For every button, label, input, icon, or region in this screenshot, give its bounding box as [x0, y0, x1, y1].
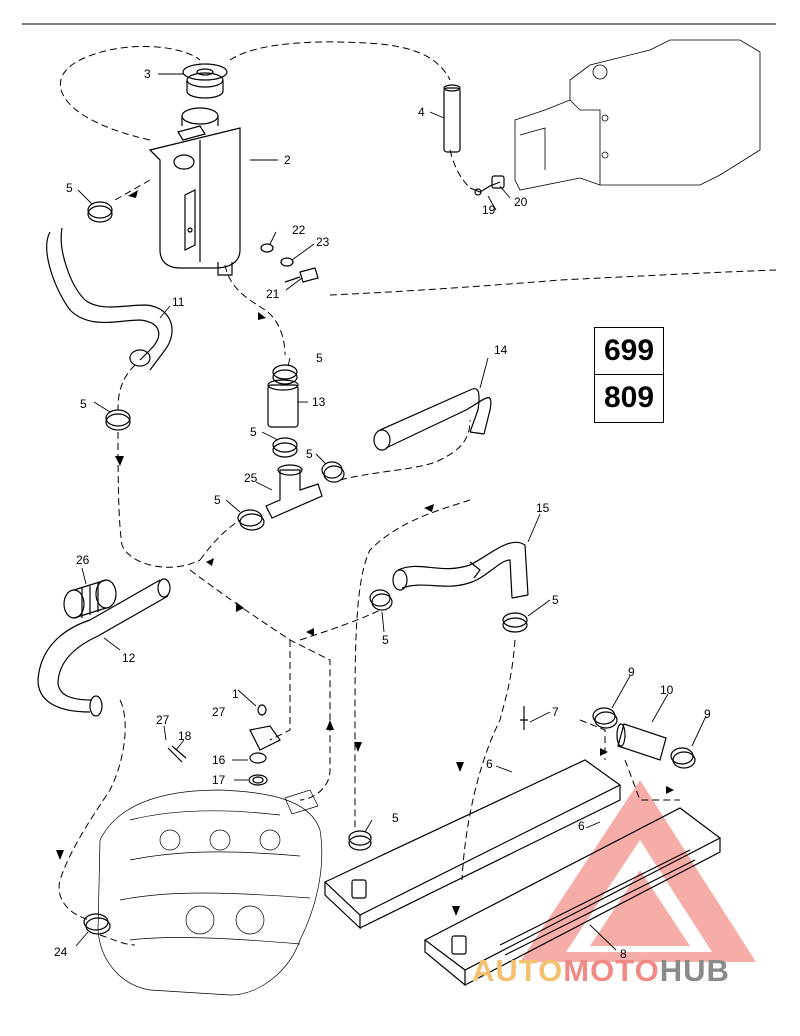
- coolant-reservoir-part: [148, 107, 241, 276]
- callout-9: 9: [628, 665, 635, 679]
- watermark-hub: HUB: [659, 953, 730, 988]
- model-809: 809: [595, 374, 663, 421]
- callout-18: 18: [178, 729, 192, 743]
- callout-3: 3: [144, 67, 151, 81]
- callout-10: 10: [660, 683, 674, 697]
- callout-17: 17: [212, 773, 226, 787]
- vent-hose-part: [443, 84, 461, 153]
- flow-arrows: [56, 190, 674, 916]
- model-number-box: 699 809: [594, 327, 664, 423]
- flow-lines: [58, 41, 777, 946]
- tee-fitting-part: [265, 464, 323, 519]
- tube-13-part: [267, 379, 299, 428]
- hose-14-part: [373, 388, 492, 451]
- hose-clamps: [83, 201, 696, 935]
- callout-23: 23: [316, 235, 330, 249]
- heat-exchanger-right: [423, 807, 722, 987]
- fitting-part: [469, 175, 505, 196]
- watermark-auto: AUTO: [472, 953, 564, 988]
- callout-5: 5: [250, 425, 257, 439]
- heat-exchanger-left: [323, 759, 622, 930]
- callout-5: 5: [392, 811, 399, 825]
- hose-15-part: [392, 541, 529, 599]
- callout-21: 21: [266, 287, 280, 301]
- callout-6: 6: [578, 819, 585, 833]
- callout-9: 9: [704, 707, 711, 721]
- callout-11: 11: [172, 295, 185, 309]
- callout-4: 4: [418, 105, 425, 119]
- callout-6: 6: [486, 757, 493, 771]
- callout-5: 5: [316, 351, 323, 365]
- leader-lines: [75, 73, 707, 951]
- callout-5: 5: [306, 447, 313, 461]
- bleeder-part: [520, 706, 528, 730]
- oil-tank-ghost: [514, 39, 761, 191]
- callout-5: 5: [382, 633, 389, 647]
- model-699: 699: [603, 334, 655, 367]
- callout-labels: 3 2 4 5 22 23 21 19 20 11 5 14 5 13 5 5 …: [54, 67, 711, 961]
- callout-12: 12: [122, 651, 136, 665]
- callout-27: 27: [156, 713, 170, 727]
- callout-15: 15: [536, 501, 550, 515]
- callout-24: 24: [54, 945, 68, 959]
- parts: [37, 39, 761, 996]
- hose-11-part: [46, 227, 173, 371]
- callout-22: 22: [292, 223, 306, 237]
- hose-10-part: [616, 723, 667, 761]
- callout-8: 8: [620, 947, 627, 961]
- sleeve-26-part: [63, 579, 117, 619]
- washer-bolt-part: [260, 243, 319, 283]
- watermark-text: AUTOMOTOHUB: [472, 953, 730, 989]
- watermark-logo: [520, 780, 756, 962]
- callout-5: 5: [552, 593, 559, 607]
- callout-1: 1: [232, 687, 239, 701]
- watermark-moto: MOTO: [563, 953, 660, 988]
- engine-ghost: [97, 789, 323, 996]
- callout-14: 14: [494, 343, 508, 357]
- callout-26: 26: [76, 553, 90, 567]
- callout-2: 2: [284, 153, 291, 167]
- callout-19: 19: [482, 203, 496, 217]
- callout-7: 7: [552, 705, 559, 719]
- callout-25: 25: [244, 471, 258, 485]
- callout-5: 5: [214, 493, 221, 507]
- thermostat-parts: [167, 704, 281, 786]
- callout-13: 13: [312, 395, 326, 409]
- hose-12-part: [37, 578, 171, 717]
- callout-16: 16: [212, 753, 226, 767]
- callout-5: 5: [80, 397, 87, 411]
- callout-27: 27: [212, 705, 226, 719]
- callout-5: 5: [66, 181, 73, 195]
- callout-20: 20: [514, 195, 528, 209]
- radiator-cap-part: [182, 63, 228, 99]
